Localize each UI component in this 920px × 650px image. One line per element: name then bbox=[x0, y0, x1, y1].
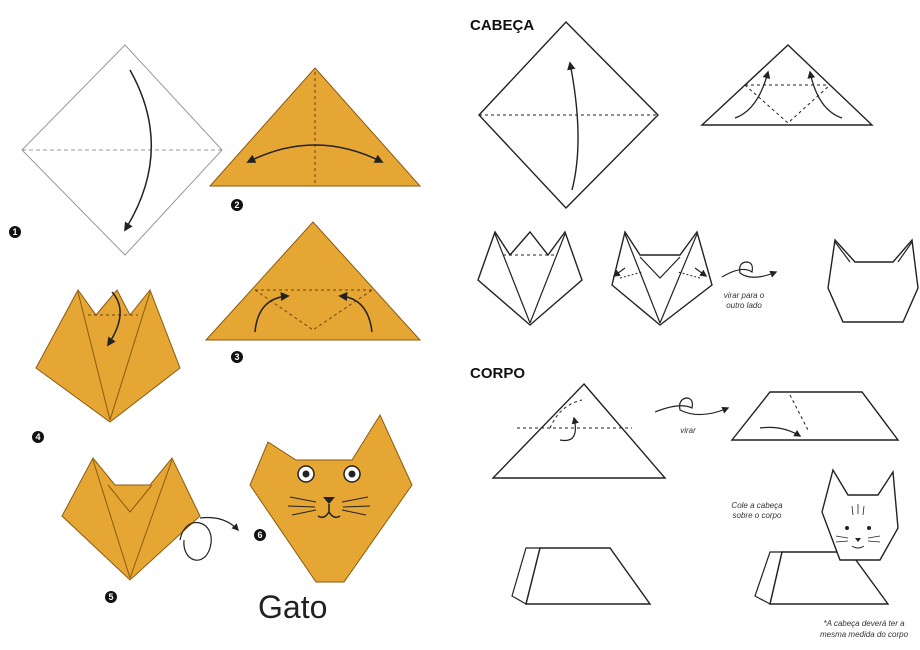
svg-text:2: 2 bbox=[234, 200, 239, 210]
body-step-trapezoid bbox=[732, 392, 898, 440]
section-header-body: CORPO bbox=[470, 365, 525, 382]
step-2-triangle bbox=[210, 68, 420, 186]
note-turn: virar bbox=[680, 426, 696, 435]
step-5-folded bbox=[62, 458, 238, 580]
body-turn-arrow bbox=[655, 398, 728, 415]
step-3-triangle bbox=[206, 222, 420, 340]
step-4-ears bbox=[36, 290, 180, 422]
svg-text:3: 3 bbox=[234, 352, 239, 362]
step-2-number: 2 bbox=[231, 199, 243, 211]
note-glue-line-2: sobre o corpo bbox=[733, 511, 782, 520]
step-1-square bbox=[22, 45, 222, 255]
title: Gato bbox=[258, 589, 327, 625]
head-step-triangle bbox=[702, 45, 872, 125]
note-turn-line-1: virar para o bbox=[724, 291, 765, 300]
head-finished bbox=[828, 240, 918, 322]
head-turn-arrow bbox=[722, 262, 776, 277]
note-glue-line-1: Cole a cabeça bbox=[731, 501, 783, 510]
step-4-number: 4 bbox=[32, 431, 44, 443]
footnote-line-1: *A cabeça deverá ter a bbox=[823, 619, 905, 628]
note-turn-line-2: outro lado bbox=[726, 301, 762, 310]
section-header-head: CABEÇA bbox=[470, 17, 534, 34]
step-6-number: 6 bbox=[254, 529, 266, 541]
body-step-folded bbox=[512, 548, 650, 604]
footnote-line-2: mesma medida do corpo bbox=[820, 630, 909, 639]
svg-text:1: 1 bbox=[12, 227, 17, 237]
step-5-number: 5 bbox=[105, 591, 117, 603]
svg-text:6: 6 bbox=[257, 530, 262, 540]
step-3-number: 3 bbox=[231, 351, 243, 363]
svg-text:5: 5 bbox=[108, 592, 113, 602]
head-step-ears bbox=[478, 232, 582, 325]
step-1-number: 1 bbox=[9, 226, 21, 238]
body-step-triangle bbox=[493, 384, 665, 478]
head-step-square bbox=[479, 22, 658, 208]
step-6-cat-face bbox=[250, 415, 412, 582]
svg-text:4: 4 bbox=[35, 432, 40, 442]
finished-cat-outline bbox=[755, 470, 898, 604]
head-step-folded bbox=[612, 232, 712, 325]
